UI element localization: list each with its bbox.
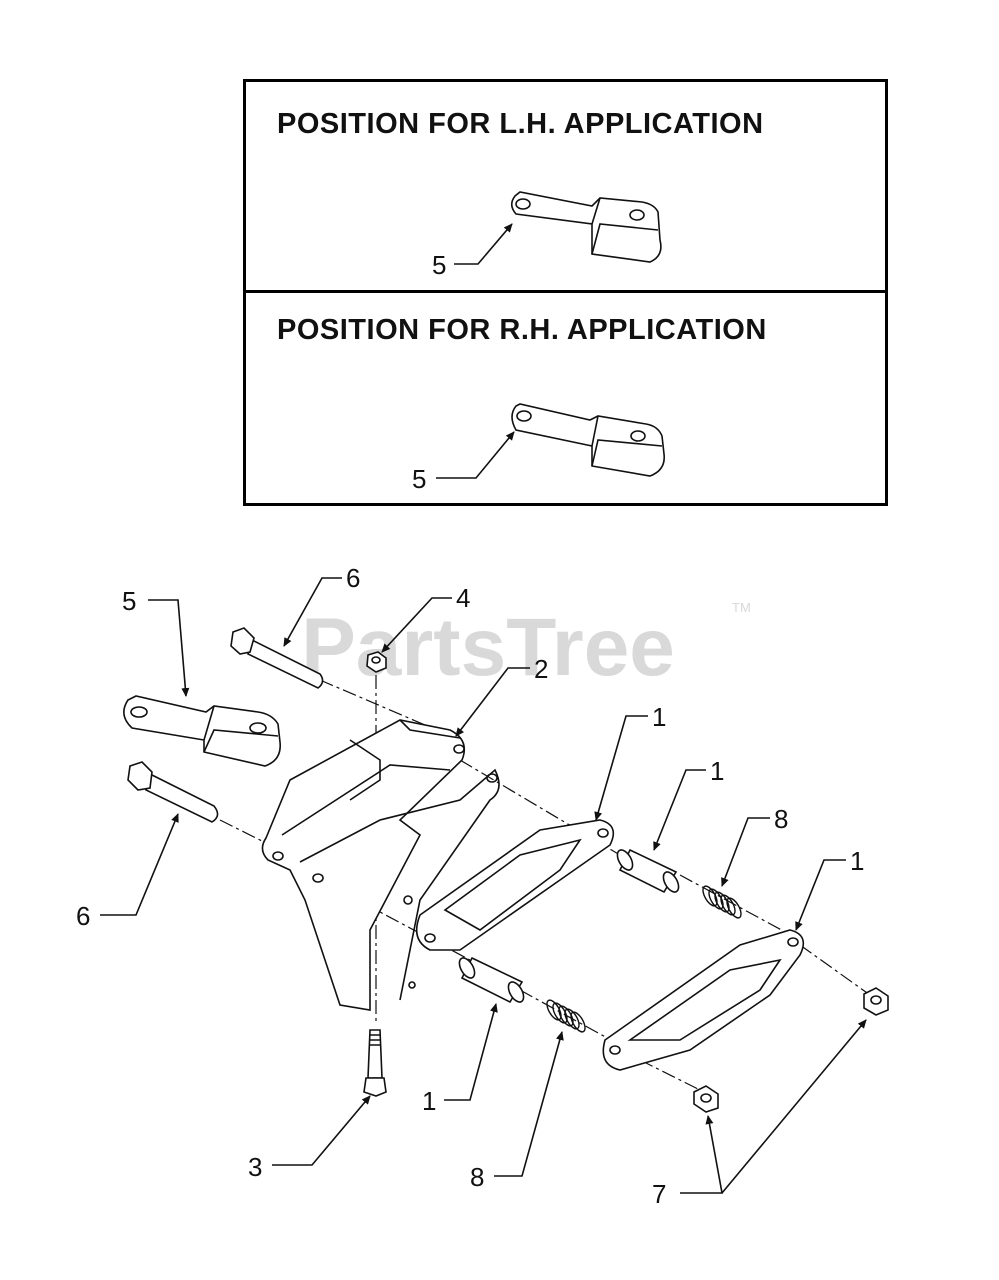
callout-8-bottom: 8 [470,1162,484,1192]
lh-arm-part [510,191,662,263]
lh-callout-leader [454,223,513,265]
leader-7-left [680,1115,723,1194]
bolt-part-6-top [230,627,324,689]
leader-5 [148,599,190,697]
leader-3 [272,1095,371,1166]
bushing-part-1-lower [458,956,525,1004]
watermark-trademark: TM [732,600,751,615]
spring-part-8-upper [702,885,742,919]
bushing-part-1-upper [616,848,680,894]
callout-1-b: 1 [710,756,724,786]
spring-part-8-lower [546,999,586,1033]
rh-arm-part [511,403,666,477]
arm-part-5 [123,695,282,767]
leader-7-right [721,1019,867,1194]
inset-divider [246,290,885,293]
leader-1-b [653,769,706,851]
rh-callout-leader [436,431,515,479]
rh-callout-number: 5 [412,464,426,494]
leader-8-top [721,817,770,887]
callout-6-left: 6 [76,901,90,931]
leader-1-c [795,859,846,931]
callout-7: 7 [652,1179,666,1209]
application-position-inset: POSITION FOR L.H. APPLICATION POSITION F… [243,79,888,506]
watermark-text: PartsTree [301,602,675,693]
leader-2 [455,667,530,737]
rh-application-title: POSITION FOR R.H. APPLICATION [277,314,767,346]
plate-part-1-upper [415,819,615,951]
nut-part-7-right [863,987,889,1016]
lh-callout-number: 5 [432,250,446,280]
nut-part-4 [366,651,387,673]
leader-1-d [444,1003,498,1101]
callout-1-c: 1 [850,846,864,876]
leader-6-top [283,577,342,647]
callout-1-a: 1 [652,702,666,732]
bolt-part-3 [363,1029,387,1097]
callout-5: 5 [122,586,136,616]
callout-6-top: 6 [346,563,360,593]
leader-8-bottom [494,1031,564,1177]
leader-4 [381,597,452,653]
lh-application-title: POSITION FOR L.H. APPLICATION [277,108,764,140]
callout-1-d: 1 [422,1086,436,1116]
leader-1-a [594,715,648,821]
callout-2: 2 [534,654,548,684]
nut-part-7-bottom [693,1085,719,1113]
plate-part-1-lower [602,929,805,1071]
leader-6-left [100,813,179,916]
bolt-part-6-left [127,761,219,823]
callout-4: 4 [456,583,470,613]
callout-3: 3 [248,1152,262,1182]
callout-8-top: 8 [774,804,788,834]
